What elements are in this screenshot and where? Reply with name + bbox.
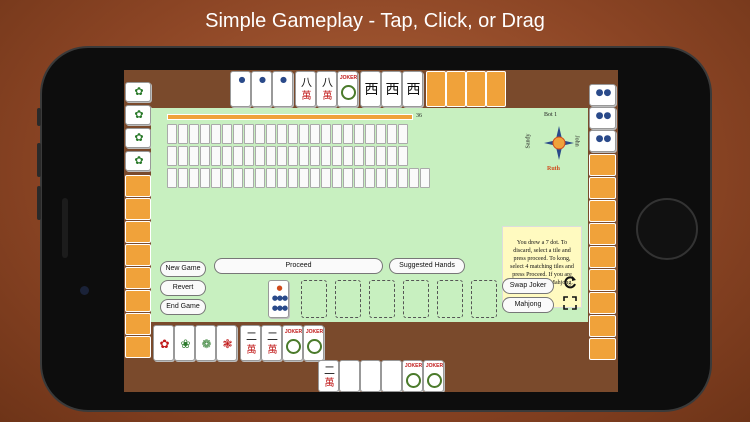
- wall-count: 36: [416, 113, 422, 119]
- tile-joker: JOKER: [303, 325, 324, 361]
- revert-button[interactable]: Revert: [160, 280, 206, 296]
- tile-dot: ●: [272, 71, 293, 107]
- tile-joker: JOKER: [337, 71, 358, 107]
- tile-dot: ●●: [589, 107, 616, 129]
- home-button[interactable]: [636, 198, 698, 260]
- hand-tile-white-dragon[interactable]: [360, 360, 381, 392]
- tile-character: 二萬: [261, 325, 282, 361]
- new-game-button[interactable]: New Game: [160, 261, 206, 277]
- tile-character: 八萬: [316, 71, 337, 107]
- tile-dot: ●●: [589, 130, 616, 152]
- player-name-west: Sandy: [525, 133, 532, 149]
- end-game-button[interactable]: End Game: [160, 299, 206, 315]
- tile-character: 八萬: [295, 71, 316, 107]
- tile-bamboo: ✿: [125, 105, 151, 125]
- expand-icon[interactable]: [563, 296, 577, 310]
- hand-tile-joker[interactable]: JOKER: [402, 360, 423, 392]
- game-table: 36 Bot 1 Sandy John Ruth: [151, 108, 588, 322]
- speaker-grille: [62, 198, 68, 258]
- drawn-tile[interactable]: ● ●●● ●●●: [268, 280, 289, 318]
- hand-tile-joker[interactable]: JOKER: [423, 360, 444, 392]
- camera-icon: [80, 286, 89, 295]
- empty-slot[interactable]: [301, 280, 327, 318]
- volume-down-button: [37, 186, 41, 220]
- empty-slot[interactable]: [335, 280, 361, 318]
- refresh-icon[interactable]: [563, 275, 577, 289]
- empty-slot[interactable]: [437, 280, 463, 318]
- tile-dot: ●: [251, 71, 272, 107]
- tile-west-wind: 西: [402, 71, 423, 107]
- game-screen: ● ● ● 八萬 八萬 JOKER 西 西 西 ✿ ✿ ✿ ✿: [124, 70, 618, 392]
- tile-west-wind: 西: [381, 71, 402, 107]
- phone-frame: ● ● ● 八萬 八萬 JOKER 西 西 西 ✿ ✿ ✿ ✿: [37, 46, 712, 412]
- instruction-message: You drew a 7 dot. To discard, select a t…: [502, 226, 582, 308]
- volume-up-button: [37, 143, 41, 177]
- tile-character: 二萬: [240, 325, 261, 361]
- empty-slot[interactable]: [471, 280, 497, 318]
- mahjong-button[interactable]: Mahjong: [502, 297, 554, 313]
- tile-bamboo: ✿: [125, 151, 151, 171]
- hand-tile-white-dragon[interactable]: [339, 360, 360, 392]
- hand-tile-character[interactable]: 二萬: [318, 360, 339, 392]
- tile-bamboo: ✿: [125, 82, 151, 102]
- player-name-south: Ruth: [547, 166, 561, 172]
- compass-rose-icon: [544, 126, 574, 160]
- tile-west-wind: 西: [360, 71, 381, 107]
- tile-wall: [167, 114, 413, 120]
- swap-joker-button[interactable]: Swap Joker: [502, 278, 554, 294]
- tile-bamboo: ✿: [125, 128, 151, 148]
- mute-switch: [37, 108, 41, 126]
- tile-flower: ❁: [195, 325, 216, 361]
- tile-flower: ❃: [216, 325, 237, 361]
- suggested-hands-button[interactable]: Suggested Hands: [389, 258, 465, 274]
- tile-dot: ●●: [589, 84, 616, 106]
- tile-joker: JOKER: [282, 325, 303, 361]
- empty-slot[interactable]: [403, 280, 429, 318]
- proceed-button[interactable]: Proceed: [214, 258, 383, 274]
- player-name-north: Bot 1: [544, 112, 558, 118]
- tile-dot: ●: [230, 71, 251, 107]
- tile-flower: ✿: [153, 325, 174, 361]
- tile-flower: ❀: [174, 325, 195, 361]
- hand-tile-white-dragon[interactable]: [381, 360, 402, 392]
- caption: Simple Gameplay - Tap, Click, or Drag: [205, 10, 545, 32]
- empty-slot[interactable]: [369, 280, 395, 318]
